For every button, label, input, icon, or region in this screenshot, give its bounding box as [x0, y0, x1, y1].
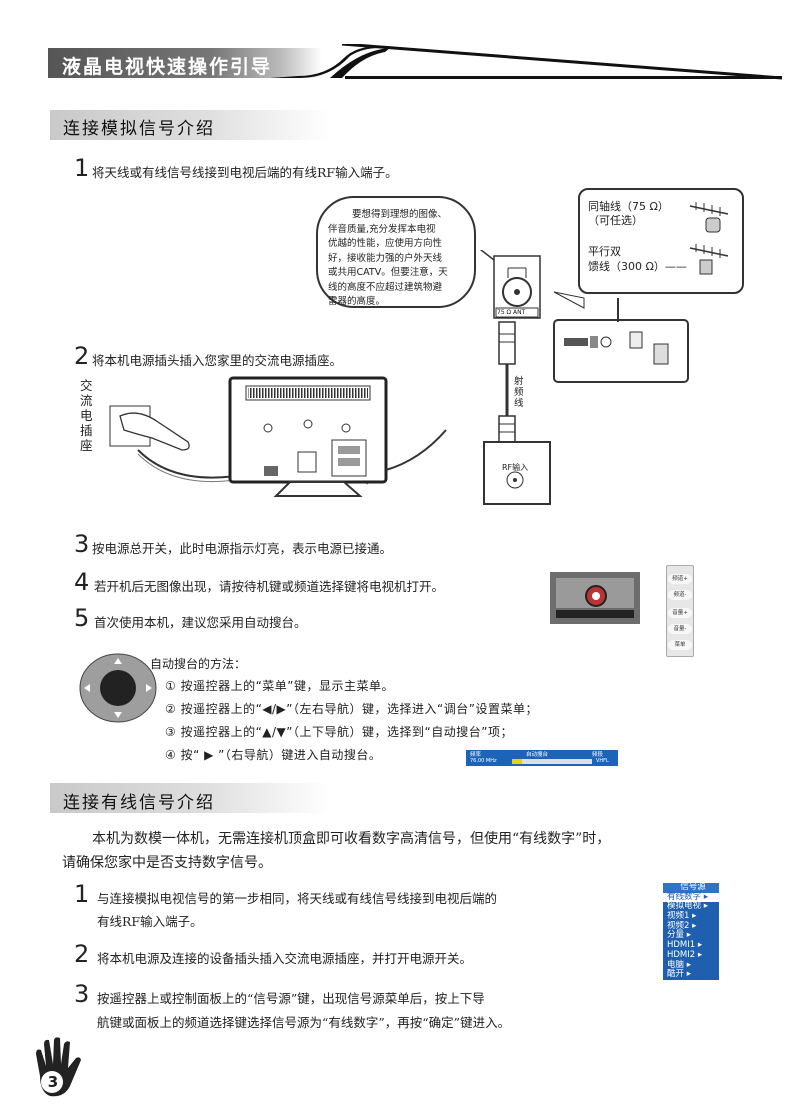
- nav-pad-icon: [79, 653, 157, 723]
- step-text: 将本机电源插头插入您家里的交流电源插座。: [92, 353, 343, 368]
- autoscan-step: ② 按遥控器上的“◀/▶”（左右导航）键，选择进入“调台”设置菜单；: [165, 702, 538, 716]
- menu-button[interactable]: 菜单: [668, 640, 692, 650]
- step-text: 将天线或有线信号线接到电视后端的有线RF输入端子。: [92, 165, 398, 180]
- tip-line: 好，接收能力强的户外天线: [328, 252, 443, 264]
- side-button-panel: 频道+ 频道- 音量+ 音量- 菜单: [666, 565, 694, 657]
- rf-cable-diagram: [483, 321, 551, 505]
- outdoor-antenna-icons: [689, 202, 729, 275]
- cable-intro-2: 请确保您家中是否支持数字信号。: [62, 855, 272, 871]
- hand-icon: [36, 1037, 81, 1097]
- step-number: 3: [74, 980, 90, 1008]
- socket-char: 电: [80, 408, 93, 423]
- socket-char: 流: [80, 393, 93, 408]
- tip-line: 要想得到理想的图像、: [352, 209, 448, 220]
- progress-track: [512, 759, 592, 764]
- header-swoosh: [270, 44, 783, 80]
- source-item[interactable]: 电脑 ▸: [667, 959, 691, 970]
- step-number: 1: [74, 880, 90, 908]
- socket-char: 插: [80, 423, 93, 438]
- source-item[interactable]: HDMI2 ▸: [667, 949, 703, 960]
- step-text: 将本机电源及连接的设备插头插入交流电源插座，并打开电源开关。: [97, 951, 473, 966]
- step-number: 5: [74, 604, 90, 632]
- band-value: VHFL: [596, 758, 609, 764]
- socket-char: 交: [80, 378, 93, 393]
- step-text: 按电源总开关，此时电源指示灯亮，表示电源已接通。: [92, 541, 393, 556]
- step-text: 若开机后无图像出现，请按待机键或频道选择键将电视机打开。: [94, 579, 445, 594]
- autoscan-label: 自动搜台: [526, 752, 549, 758]
- autoscan-step: ④ 按“ ▶ ”（右导航）键进入自动搜台。: [165, 748, 382, 762]
- section-title-cable: 连接有线信号介绍: [63, 793, 215, 813]
- header-banner: [48, 48, 322, 78]
- step-text-cont: 有线RF输入端子。: [97, 914, 203, 929]
- autoscan-title: 自动搜台的方法：: [150, 657, 247, 671]
- step-number: 2: [74, 342, 90, 370]
- antenna-tip-bubble: 要想得到理想的图像、 伴音质量,充分发挥本电视 优越的性能，应使用方向性 好，接…: [316, 196, 476, 308]
- source-item[interactable]: 分量 ▸: [667, 930, 691, 941]
- tip-line: 优越的性能，应使用方向性: [328, 238, 443, 249]
- rf-char: 射: [514, 376, 524, 387]
- step-number: 4: [74, 568, 90, 596]
- source-item[interactable]: 酷开 ▸: [667, 969, 691, 980]
- step-text: 按遥控器上或控制面板上的“信号源”键，出现信号源菜单后，按上下导: [97, 991, 485, 1006]
- section-title-analog: 连接模拟信号介绍: [63, 119, 215, 139]
- autoscan-step: ③ 按遥控器上的“▲/▼”（上下导航）键，选择到“自动搜台”项；: [165, 725, 513, 739]
- step-text: 与连接模拟电视信号的第一步相同，将天线或有线信号线接到电视后端的: [97, 891, 498, 906]
- source-item[interactable]: 模拟电视 ▸: [667, 901, 708, 912]
- coax-label-sub: （可任选）: [588, 214, 643, 227]
- rf-char: 线: [514, 398, 524, 409]
- step-number: 3: [74, 530, 90, 558]
- socket-char: 座: [80, 438, 93, 453]
- step-text-cont: 航键或面板上的频道选择键选择信号源为“有线数字”，再按“确定”键进入。: [97, 1015, 511, 1030]
- cable-type-box: [578, 188, 744, 294]
- rf-cable-label: 射 频 线: [514, 376, 524, 409]
- power-panel: [550, 572, 640, 624]
- section-bar-cable: [50, 783, 330, 813]
- antenna-connector-diagram: [479, 250, 689, 383]
- source-item[interactable]: 视频1 ▸: [667, 911, 697, 922]
- rf-char: 频: [514, 387, 524, 398]
- step-text: 首次使用本机，建议您采用自动搜台。: [94, 615, 307, 630]
- autoscan-progress-panel: 频率 自动搜台 频段 76.00 MHz VHFL: [466, 750, 618, 766]
- progress-fill: [512, 759, 522, 764]
- tv-back-diagram: [109, 376, 447, 497]
- rf-input-label: RF输入: [502, 463, 529, 472]
- cable-intro: 本机为数模一体机，无需连接机顶盒即可收看数字高清信号，但使用“有线数字”时，: [92, 831, 611, 847]
- source-item[interactable]: HDMI1 ▸: [667, 940, 703, 951]
- tip-line: 或共用CATV。但要注意，天: [328, 267, 448, 278]
- coax-label: 同轴线（75 Ω）: [588, 200, 669, 213]
- section-bar-analog: [50, 110, 330, 140]
- freq-label: 频率: [470, 752, 482, 758]
- source-menu: 信号源 有线数字 ▸ 模拟电视 ▸ 视频1 ▸ 视频2 ▸ 分量 ▸ HDMI1…: [663, 882, 719, 980]
- channel-up-button[interactable]: 频道+: [668, 574, 692, 584]
- ant-label: 75 Ω ANT: [497, 309, 526, 316]
- page-number: 3: [47, 1073, 59, 1091]
- volume-down-button[interactable]: 音量-: [668, 624, 692, 634]
- band-label: 频段: [592, 752, 604, 758]
- autoscan-step: ① 按遥控器上的“菜单”键，显示主菜单。: [165, 679, 395, 693]
- volume-up-button[interactable]: 音量+: [668, 608, 692, 618]
- tip-line: 雷器的高度。: [328, 296, 386, 307]
- socket-label: 交 流 电 插 座: [80, 378, 94, 453]
- step-number: 2: [74, 940, 90, 968]
- source-item-cable-digital[interactable]: 有线数字 ▸: [663, 892, 719, 903]
- source-item[interactable]: 视频2 ▸: [667, 920, 697, 931]
- parallel-label: 平行双: [588, 245, 621, 258]
- source-menu-title: 信号源: [663, 882, 719, 893]
- freq-value: 76.00 MHz: [470, 758, 497, 764]
- tip-line: 伴音质量,充分发挥本电视: [328, 223, 436, 235]
- header-title: 液晶电视快速操作引导: [62, 56, 273, 78]
- tip-line: 线的高度不应超过建筑物避: [328, 281, 443, 293]
- step-number: 1: [74, 154, 90, 182]
- channel-down-button[interactable]: 频道-: [668, 590, 692, 600]
- parallel-label-sub: 馈线（300 Ω）——: [588, 260, 687, 273]
